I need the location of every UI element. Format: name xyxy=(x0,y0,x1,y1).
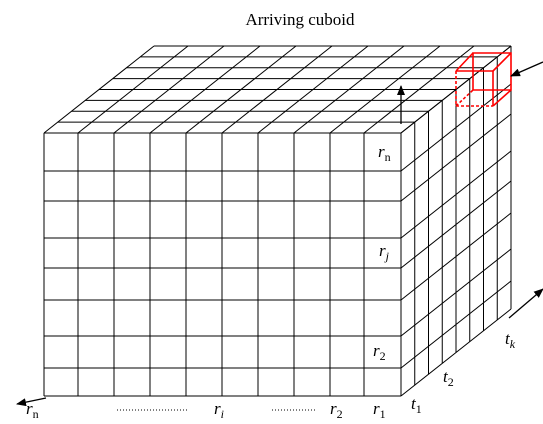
top-receding-line xyxy=(257,45,369,134)
column-label-r2: r2 xyxy=(330,399,343,421)
row-label-r2: r2 xyxy=(373,341,386,363)
top-receding-line xyxy=(43,45,155,134)
side-receding-line xyxy=(400,212,512,301)
row-label-rj: rj xyxy=(379,241,390,263)
top-receding-line xyxy=(77,45,189,134)
side-receding-line xyxy=(400,248,512,337)
diagram-title: Arriving cuboid xyxy=(245,10,355,29)
top-receding-line xyxy=(329,45,441,134)
arrow-to-arriving-cuboid xyxy=(510,61,543,77)
top-receding-line xyxy=(149,45,261,134)
side-receding-line xyxy=(400,150,512,239)
column-label-ri: ri xyxy=(214,399,224,421)
arrow-left-columns xyxy=(16,397,47,407)
top-receding-line xyxy=(293,45,405,134)
row-label-rn: rn xyxy=(378,142,391,164)
top-receding-line xyxy=(221,45,333,134)
top-receding-line xyxy=(363,45,475,134)
side-receding-line xyxy=(400,308,512,397)
column-label-rn: rn xyxy=(26,399,39,421)
column-label-r1: r1 xyxy=(373,399,386,421)
top-receding-line xyxy=(113,45,225,134)
arrow-depth xyxy=(508,288,543,319)
top-receding-line xyxy=(185,45,297,134)
depth-label-t2: t2 xyxy=(443,367,454,389)
side-receding-line xyxy=(400,113,512,202)
depth-label-tk: tk xyxy=(505,329,516,351)
top-face-grid xyxy=(43,45,512,134)
side-face-grid xyxy=(400,45,512,397)
depth-label-t1: t1 xyxy=(411,394,422,416)
side-receding-line xyxy=(400,180,512,269)
side-receding-line xyxy=(400,280,512,369)
front-face-grid xyxy=(43,132,402,397)
arriving-cuboid xyxy=(455,52,512,107)
side-receding-line xyxy=(400,45,512,134)
